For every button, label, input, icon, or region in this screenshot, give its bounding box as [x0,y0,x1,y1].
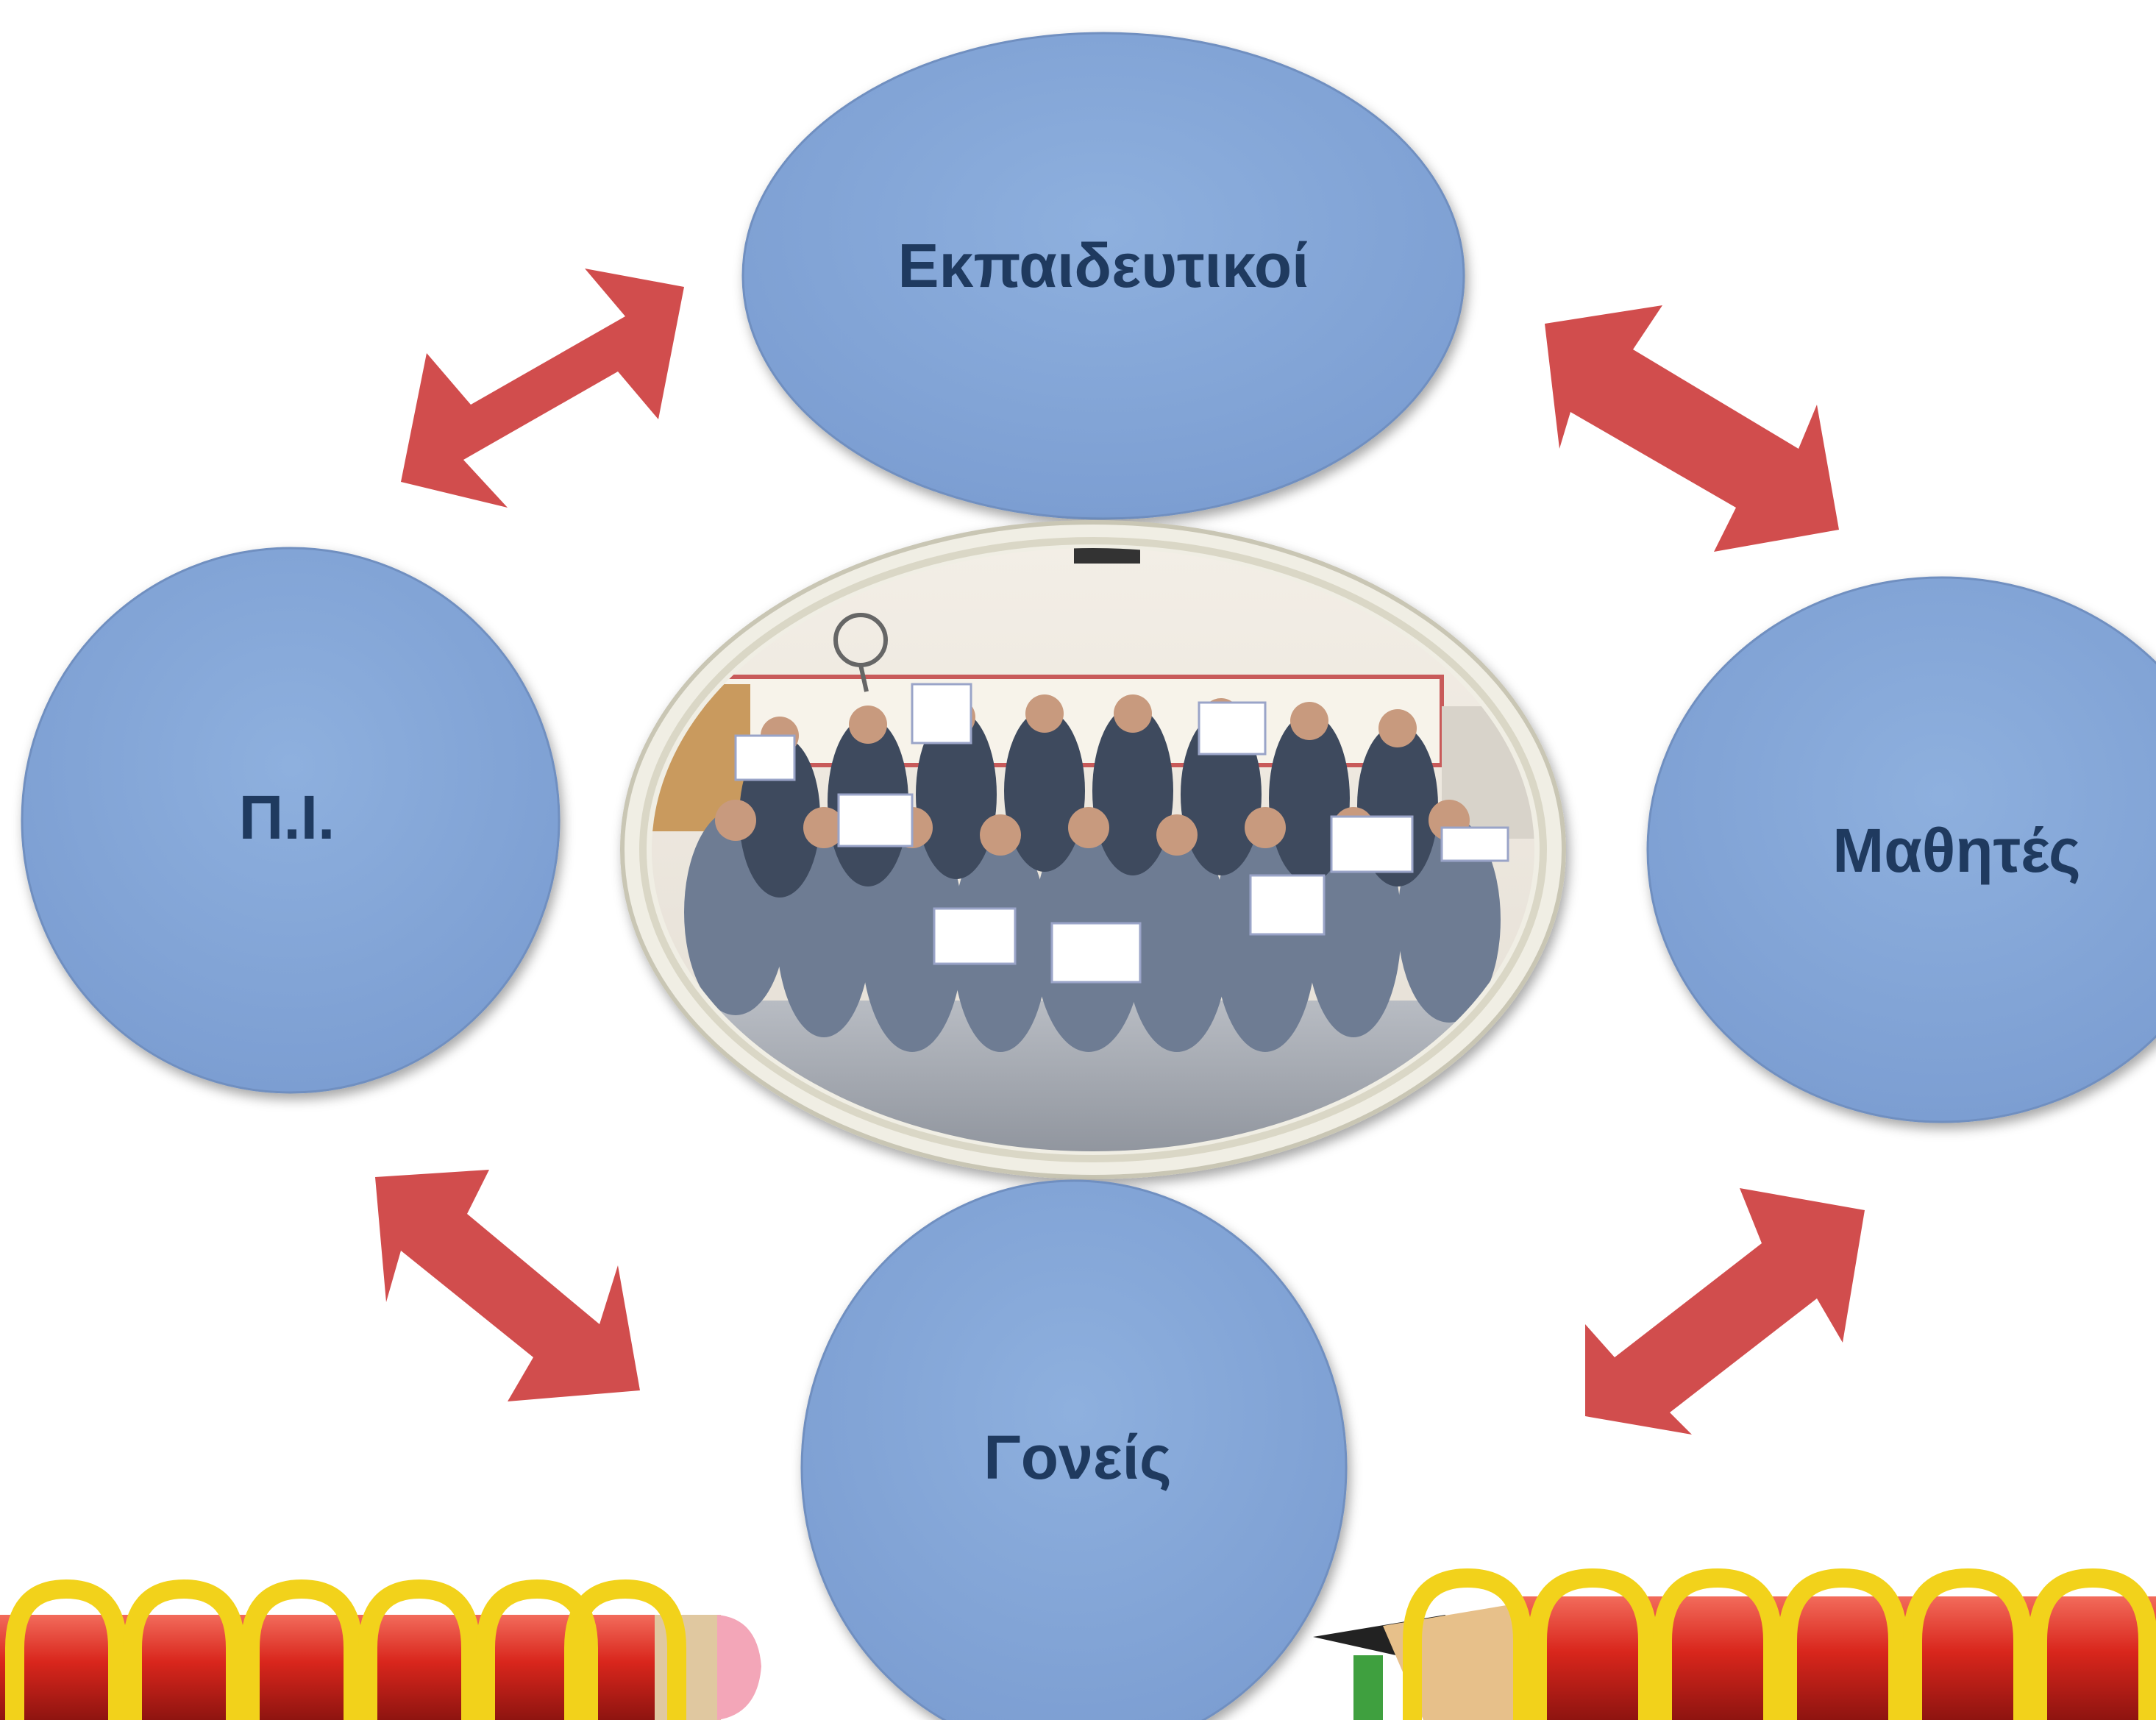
double-arrow-top-right [1545,305,1839,552]
node-top [741,32,1465,520]
node-bottom [800,1179,1348,1720]
double-arrow-bottom-right [1585,1188,1865,1435]
node-label-right: Μαθητές [1832,816,2080,885]
node-label-bottom: Γονείς [983,1423,1171,1492]
node-right [1646,576,2156,1123]
double-arrow-top-left [401,269,684,508]
arrows [375,269,1865,1435]
node-label-top: Εκπαιδευτικοί [897,231,1309,300]
double-arrow-bottom-left [375,1170,640,1401]
pencil-left-decoration [0,1579,761,1720]
node-left [21,547,561,1094]
classroom-photo [620,520,1566,1179]
pencil-right-decoration [1313,1568,2156,1720]
node-label-left: Π.Ι. [239,783,335,852]
